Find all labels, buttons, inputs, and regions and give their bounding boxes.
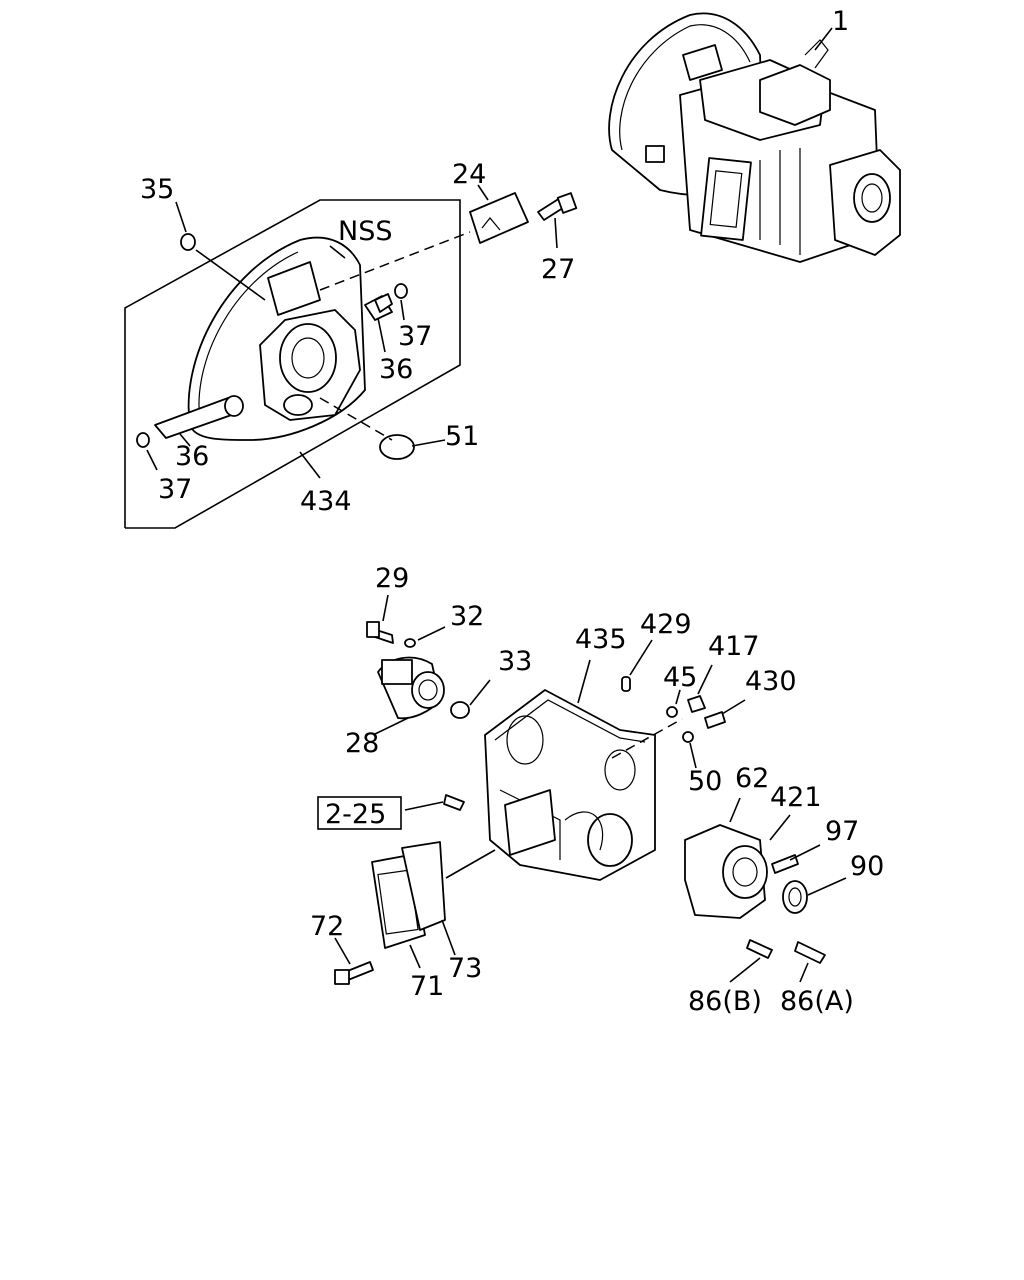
callout-73: 73 [448,953,482,984]
transmission-assembly [608,12,901,263]
callout-33: 33 [498,646,532,677]
callout-24: 24 [452,159,486,190]
callout-429: 429 [640,609,692,640]
callout-35: 35 [140,174,174,205]
callout-29: 29 [375,563,409,594]
transmission-case-group [317,594,847,985]
callout-90: 90 [850,851,884,882]
callout-421: 421 [770,782,822,813]
callout-45: 45 [663,662,697,693]
callout-72: 72 [310,911,344,942]
callout-430: 430 [745,666,797,697]
callout-37-lower: 37 [158,474,192,505]
callout-1: 1 [832,6,849,37]
callout-36-upper: 36 [379,354,413,385]
callout-32: 32 [450,601,484,632]
callout-435: 435 [575,624,627,655]
callout-50: 50 [688,766,722,797]
callout-51: 51 [445,421,479,452]
callout-27: 27 [541,254,575,285]
callout-86b: 86(B) [688,986,762,1017]
callout-ref-2-25: 2-25 [325,799,386,830]
callout-62: 62 [735,763,769,794]
callout-36-lower: 36 [175,441,209,472]
part-number-callouts: 1 24 27 35 NSS 37 36 36 37 51 434 29 32 … [140,6,884,1017]
callout-434: 434 [300,486,352,517]
callout-417: 417 [708,631,760,662]
callout-97: 97 [825,816,859,847]
callout-nss: NSS [338,216,392,247]
clutch-housing-group [124,184,578,529]
callout-71: 71 [410,971,444,1002]
callout-28: 28 [345,728,379,759]
callout-86a: 86(A) [780,986,854,1017]
callout-37-upper: 37 [398,321,432,352]
